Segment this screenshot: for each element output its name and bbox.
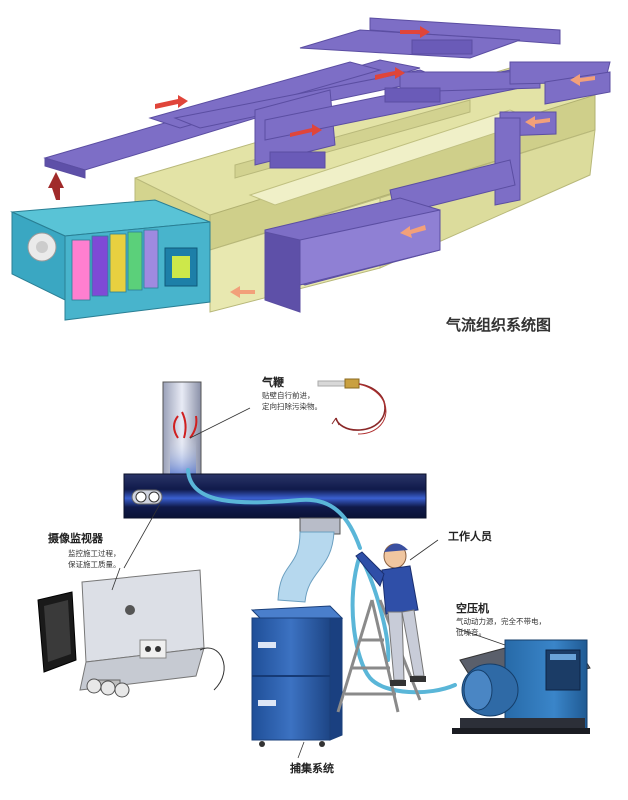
- air-handling-unit: [12, 200, 210, 320]
- camera-monitor-case: [38, 570, 224, 697]
- air-whip-desc-line-2: 定向扫除污染物。: [262, 401, 322, 411]
- compressor-label: 空压机: [456, 601, 489, 615]
- air-whip-desc-line-1: 贴壁自行前进，: [262, 390, 315, 400]
- compressor-desc-line-1: 气动动力源，完全不带电，: [456, 616, 546, 626]
- collector-label: 捕集系统: [290, 761, 334, 775]
- camera-label: 摄像监视器: [48, 531, 104, 545]
- top-diagram-caption: 气流组织系统图: [445, 316, 551, 334]
- dust-collector-unit: [252, 606, 342, 747]
- duct-cleaning-diagram: 气鞭 贴壁自行前进， 定向扫除污染物。 摄像监视器 监控施工过程， 保证施工质量…: [38, 375, 590, 775]
- camera-desc-line-2: 保证施工质量。: [68, 559, 121, 569]
- air-whip-label: 气鞭: [261, 375, 285, 389]
- worker-label: 工作人员: [448, 529, 492, 543]
- collector-flex-hose: [278, 532, 334, 602]
- compressor-desc-line-2: 低噪音。: [456, 627, 486, 637]
- camera-desc-line-1: 监控施工过程，: [68, 548, 121, 558]
- airflow-organization-diagram: 气流组织系统图: [12, 18, 610, 334]
- vertical-riser-duct: [163, 382, 201, 484]
- air-whip-tool: [318, 379, 386, 434]
- air-compressor: [452, 640, 590, 734]
- main-horizontal-duct: [124, 474, 426, 534]
